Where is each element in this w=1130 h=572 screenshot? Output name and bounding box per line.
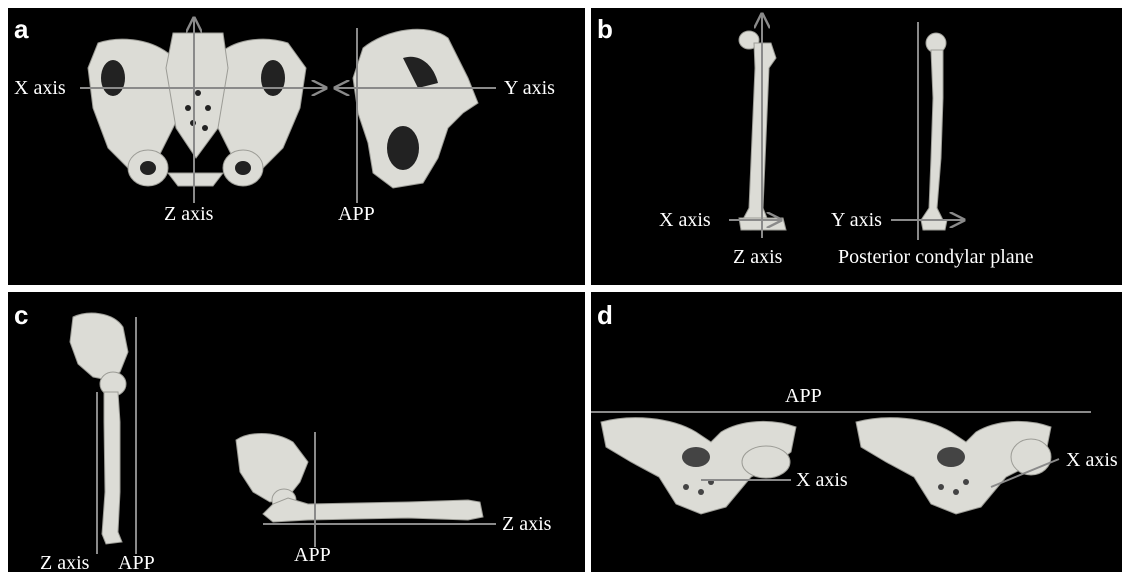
panel-b-figure xyxy=(591,8,1122,285)
panel-d-left-x-axis-label: X axis xyxy=(796,469,848,491)
pelvis-femur-standing-icon xyxy=(70,313,128,544)
panel-b-x-axis-label: X axis xyxy=(659,209,711,231)
panel-c-left-app-label: APP xyxy=(118,552,155,572)
panel-c-center-app-label: APP xyxy=(294,544,331,566)
pelvis-front-icon xyxy=(88,33,306,186)
panel-c-right-z-axis-label: Z axis xyxy=(502,513,551,535)
panel-d-app-label: APP xyxy=(785,385,822,407)
panel-c: c Z axis APP APP Z axis xyxy=(8,292,585,572)
panel-a-z-axis-label: Z axis xyxy=(164,203,213,225)
panel-b-pcp-label: Posterior condylar plane xyxy=(838,246,1034,268)
panel-a-figure xyxy=(8,8,585,285)
pelvis-side-icon xyxy=(353,29,478,188)
panel-a: a xyxy=(8,8,585,285)
femur-side-icon xyxy=(921,33,947,230)
panel-a-app-label: APP xyxy=(338,203,375,225)
panel-b-z-axis-label: Z axis xyxy=(733,246,782,268)
panel-a-x-axis-label: X axis xyxy=(14,77,66,99)
panel-d-right-x-axis-label: X axis xyxy=(1066,449,1118,471)
panel-d-figure xyxy=(591,292,1122,572)
pelvis-femur-flexed-icon xyxy=(236,434,483,523)
panel-c-left-z-axis-label: Z axis xyxy=(40,552,89,572)
panel-c-figure xyxy=(8,292,585,572)
panel-a-y-axis-label: Y axis xyxy=(504,77,555,99)
panel-b: b X axis Y axis Z axis Posterior condyla… xyxy=(591,8,1122,285)
panel-d: d APP X axis X axis xyxy=(591,292,1122,572)
panel-b-y-axis-label: Y axis xyxy=(831,209,882,231)
